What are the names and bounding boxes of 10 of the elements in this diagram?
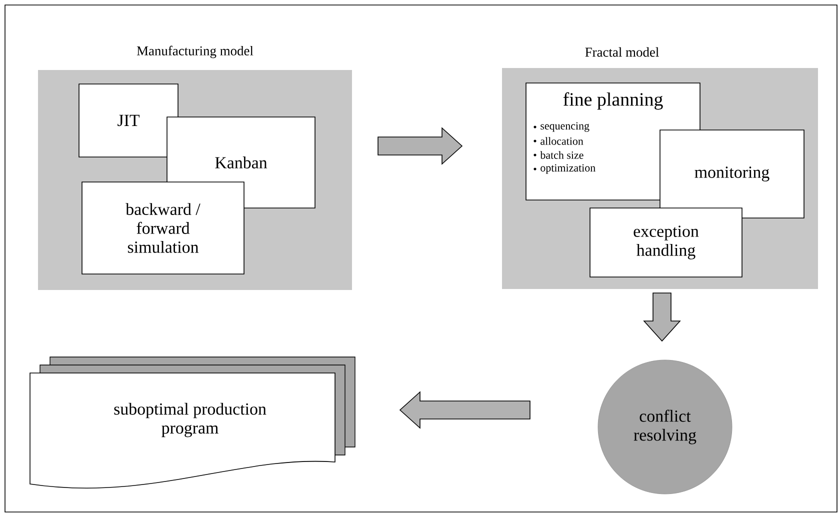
text-box: backward / forward simulation <box>82 182 244 274</box>
text-box: monitoring <box>660 130 804 218</box>
block-arrow <box>399 391 530 429</box>
block-arrow <box>378 127 463 165</box>
text-box: exception handling <box>590 208 742 278</box>
text-box: JIT <box>78 84 178 158</box>
node-label: Manufacturing model <box>136 46 254 58</box>
block-arrow <box>643 292 681 342</box>
node-label: Fractal model <box>585 47 659 57</box>
document-stack: suboptimal production program <box>30 356 356 489</box>
